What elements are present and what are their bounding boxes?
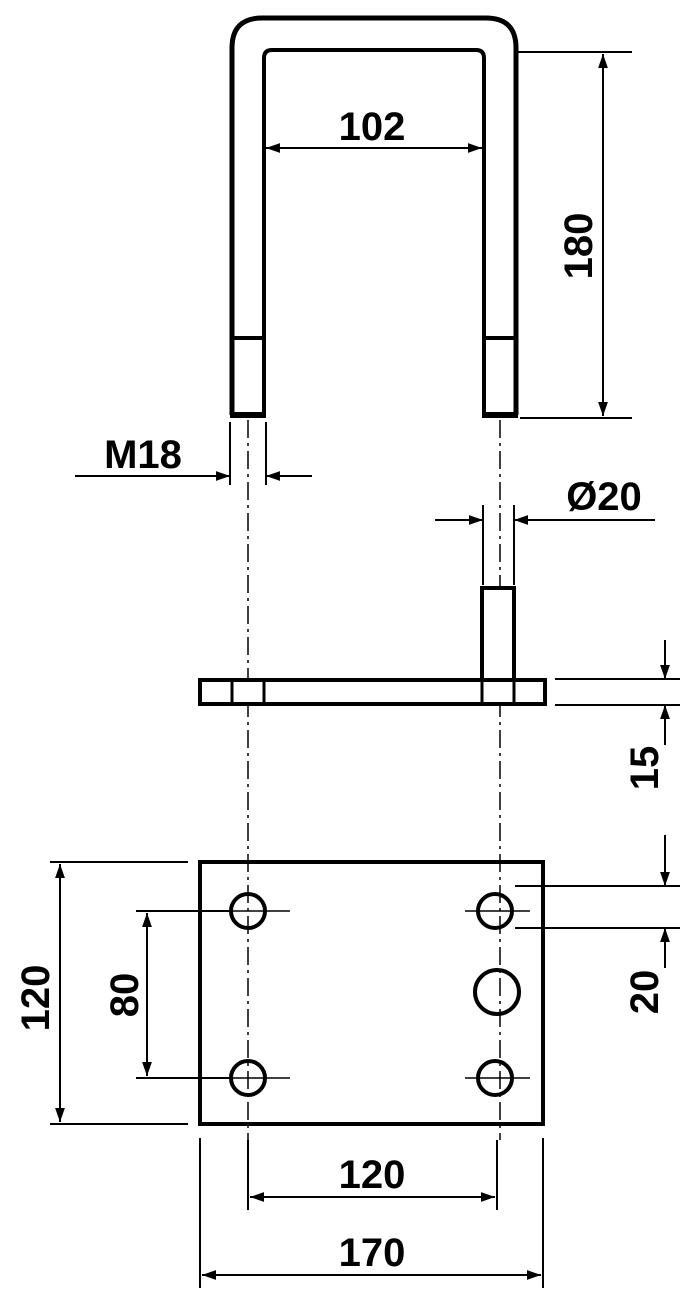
hole-cross-lines (218, 910, 530, 1079)
plate-width-dimension: 170 (199, 1138, 544, 1288)
u-bolt-right-thread (482, 336, 518, 417)
plate-side-view (198, 586, 547, 706)
plate-width-label: 170 (339, 1231, 406, 1275)
pin-diameter-label: Ø20 (566, 475, 642, 519)
hole-spacing-horizontal-dimension: 120 (247, 1140, 498, 1210)
inner-width-dimension: 102 (266, 105, 482, 153)
height-dimension: 180 (518, 51, 632, 419)
hole-spacing-vertical-dimension: 80 (103, 910, 230, 1079)
hole-offset-dimension: 20 (515, 835, 680, 1014)
plate-thickness-label: 15 (623, 746, 667, 791)
hole-spacing-vertical-label: 80 (103, 973, 147, 1018)
plate-height-dimension: 120 (14, 861, 188, 1125)
pin (480, 586, 516, 682)
height-label: 180 (557, 213, 601, 280)
u-bolt (229, 15, 519, 418)
inner-width-label: 102 (339, 105, 406, 149)
u-bolt-inner-outline (262, 48, 486, 338)
hole-spacing-horizontal-label: 120 (339, 1153, 406, 1197)
plate-top (198, 860, 545, 1126)
plate-top-view (198, 860, 545, 1126)
u-bolt-outer-outline (229, 15, 519, 415)
thread-label: M18 (104, 433, 182, 477)
plate-height-label: 120 (14, 965, 58, 1032)
pin-hole (473, 968, 521, 1016)
pin-diameter-dimension: Ø20 (435, 475, 655, 585)
center-lines (247, 420, 501, 1140)
u-bolt-left-thread (230, 336, 266, 417)
thread-dimension: M18 (75, 422, 312, 485)
plate-side (198, 678, 547, 706)
hole-offset-label: 20 (623, 970, 667, 1015)
plate-thickness-dimension: 15 (555, 640, 680, 790)
